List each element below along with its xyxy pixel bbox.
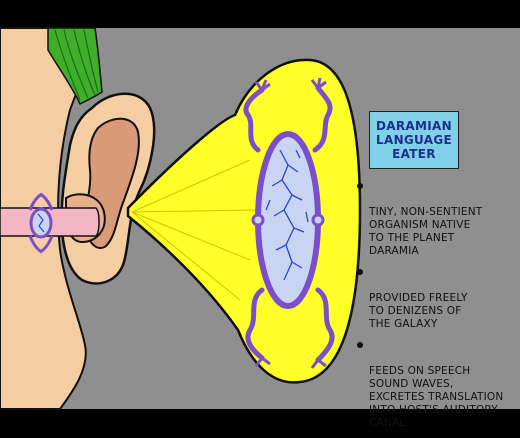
fact-text: Provided freely to denizens of the galax…: [369, 292, 468, 330]
bullet-icon: [357, 342, 363, 348]
beam-lines: [131, 159, 256, 301]
bullet-icon: [357, 183, 363, 189]
title-box: DARAMIAN LANGUAGE EATER: [369, 111, 459, 169]
fact-text: Tiny, non-sentient organism native to th…: [369, 206, 483, 257]
fact-item: Provided freely to denizens of the galax…: [356, 266, 516, 331]
hair-strands: [54, 29, 99, 101]
small-creature-icon: [28, 192, 54, 254]
fact-list: Tiny, non-sentient organism native to th…: [356, 180, 516, 438]
fact-item: Tiny, non-sentient organism native to th…: [356, 180, 516, 258]
title-text: DARAMIAN LANGUAGE EATER: [376, 119, 452, 161]
fact-item: Feeds on speech sound waves, excretes tr…: [356, 339, 516, 430]
fact-text: Feeds on speech sound waves, excretes tr…: [369, 365, 504, 429]
language-eater-creature-icon: [243, 77, 335, 369]
bullet-icon: [357, 269, 363, 275]
